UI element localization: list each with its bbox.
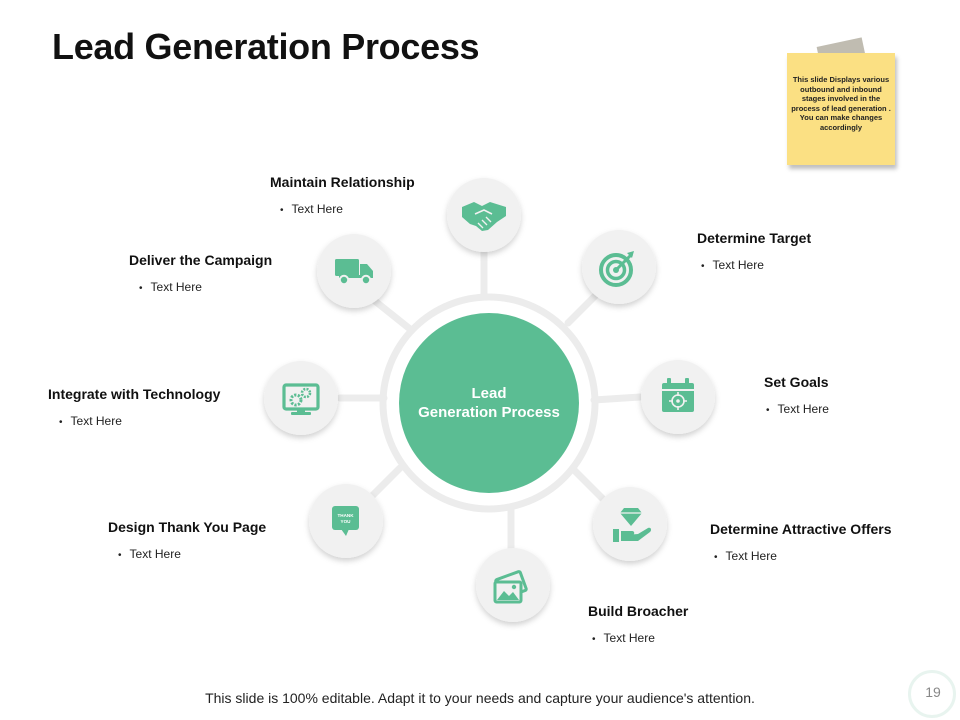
center-label: Lead Generation Process [409, 384, 569, 422]
target-icon [599, 251, 634, 287]
calendar-target-icon [662, 378, 694, 412]
stage-title: Maintain Relationship [270, 174, 415, 190]
center-label-line-1: Lead [471, 385, 507, 402]
stage-title: Integrate with Technology [48, 386, 221, 402]
thank-you-word: YOU [341, 519, 352, 524]
connector-lines [336, 248, 644, 562]
page-number: 19 [925, 684, 941, 700]
page-number-ring [908, 670, 956, 718]
stage-label-maintain-relationship: Maintain Relationship Text Here [270, 174, 415, 216]
stage-title: Determine Target [697, 230, 812, 246]
stage-label-integrate-technology: Integrate with Technology Text Here [48, 386, 220, 428]
stage-title: Determine Attractive Offers [710, 521, 892, 537]
footer-text: This slide is 100% editable. Adapt it to… [205, 690, 755, 706]
thank-you-word: THANK [337, 513, 354, 518]
diamond-hand-icon [613, 508, 652, 542]
node-integrate-technology [264, 361, 338, 435]
stage-title: Deliver the Campaign [129, 252, 273, 268]
stage-text: Text Here [59, 414, 220, 428]
sticky-note: This slide Displays various outbound and… [787, 53, 895, 165]
stage-text: Text Here [701, 258, 811, 272]
sticky-note-text: This slide Displays various outbound and… [791, 75, 891, 132]
stage-title: Design Thank You Page [108, 519, 267, 535]
image-brochure-icon [493, 570, 528, 604]
center-circle [399, 313, 579, 493]
stage-title: Build Broacher [588, 603, 689, 619]
monitor-gears-icon [282, 383, 320, 415]
stage-label-thank-you-page: Design Thank You Page Text Here [108, 519, 266, 561]
stage-text: Text Here [592, 631, 688, 645]
stage-text: Text Here [280, 202, 415, 216]
stage-title: Set Goals [764, 374, 829, 390]
stage-label-deliver-campaign: Deliver the Campaign Text Here [129, 252, 272, 294]
stage-label-build-broacher: Build Broacher Text Here [588, 603, 688, 645]
center-label-line-2: Generation Process [418, 404, 560, 421]
stage-label-attractive-offers: Determine Attractive Offers Text Here [710, 521, 892, 563]
stage-text: Text Here [714, 549, 892, 563]
handshake-icon [462, 202, 506, 231]
slide-title: Lead Generation Process [52, 26, 480, 67]
stage-label-determine-target: Determine Target Text Here [697, 230, 811, 272]
stage-label-set-goals: Set Goals Text Here [764, 374, 829, 416]
stage-text: Text Here [766, 402, 829, 416]
delivery-truck-icon [335, 259, 373, 286]
stage-text: Text Here [118, 547, 266, 561]
stage-text: Text Here [139, 280, 272, 294]
